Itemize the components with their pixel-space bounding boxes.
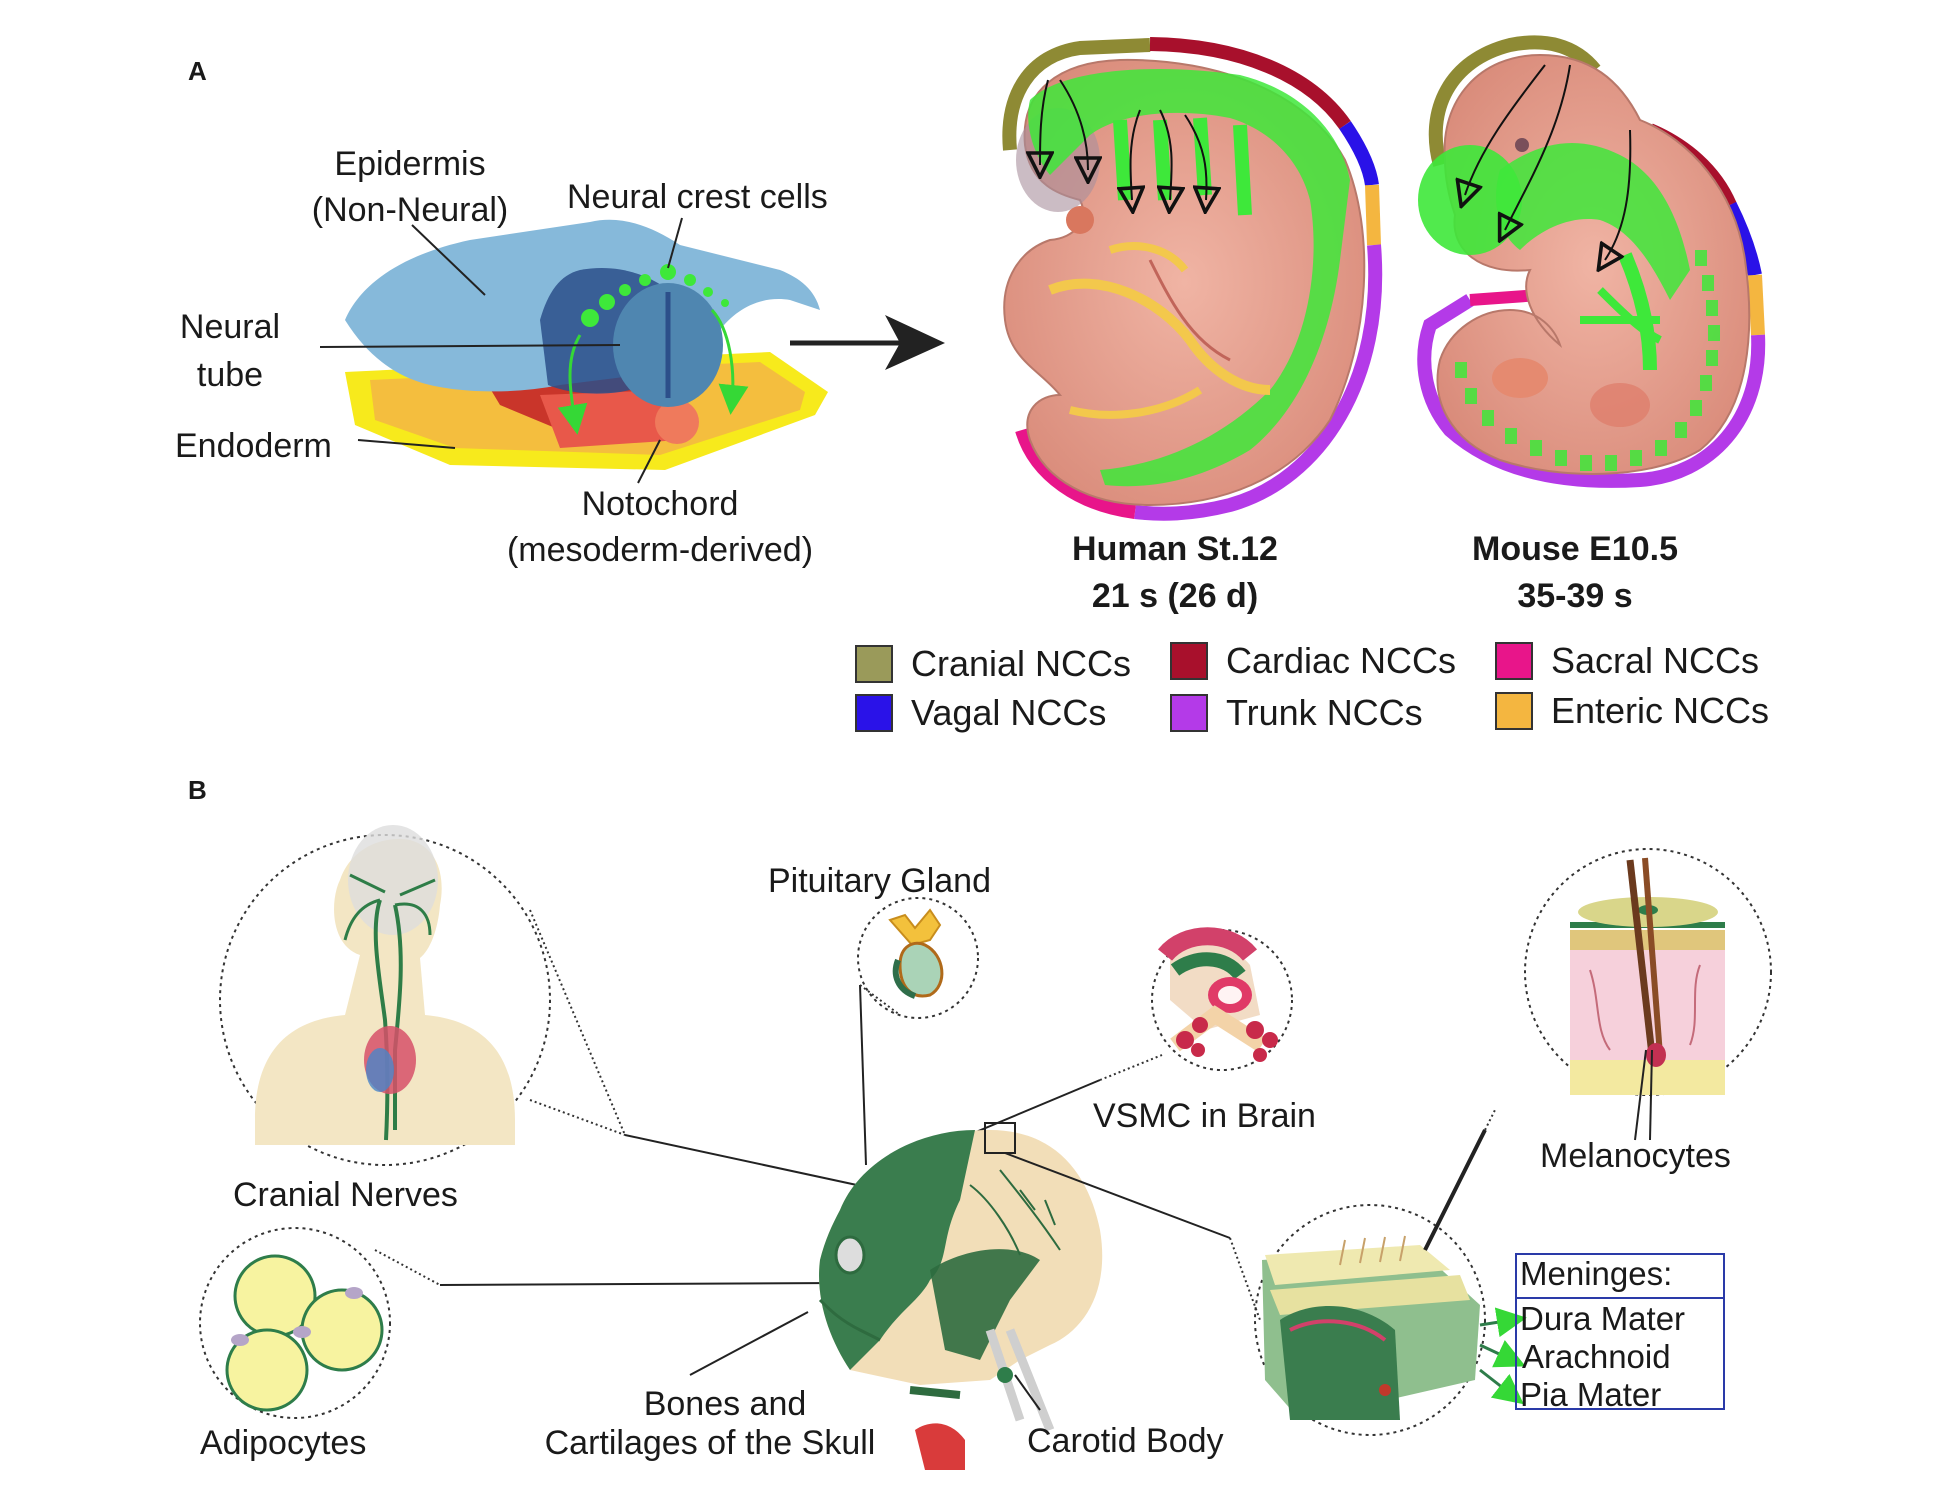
panel-a-letter: A	[188, 56, 207, 86]
meninges-title: Meninges:	[1520, 1255, 1673, 1292]
legend-swatch	[855, 645, 893, 683]
legend-item-vagal: Vagal NCCs	[855, 692, 1106, 734]
neural-tube-section-illustration	[319, 217, 828, 484]
melanocytes-inset	[1524, 848, 1772, 1096]
adipocytes-inset	[199, 1227, 391, 1419]
adipocytes-label: Adipocytes	[200, 1424, 367, 1462]
neural-label: Neural	[179, 308, 281, 346]
meninges-box	[1515, 1253, 1725, 1410]
legend-label: Enteric NCCs	[1551, 690, 1770, 731]
cranial-nerves-inset	[219, 825, 551, 1166]
legend-swatch	[1495, 642, 1533, 680]
human-somite-label: 21 s (26 d)	[1091, 577, 1259, 615]
bones-label-line2: Cartilages of the Skull	[544, 1424, 876, 1462]
carotid-body-label: Carotid Body	[1027, 1422, 1224, 1460]
arachnoid-label: Arachnoid	[1522, 1338, 1671, 1375]
legend-swatch	[1170, 642, 1208, 680]
tube-label: tube	[196, 356, 264, 394]
legend-swatch	[1495, 692, 1533, 730]
legend-item-cardiac: Cardiac NCCs	[1170, 640, 1456, 682]
legend-item-cranial: Cranial NCCs	[855, 643, 1131, 685]
pituitary-inset	[857, 897, 979, 1019]
mouse-stage-label: Mouse E10.5	[1472, 530, 1678, 568]
mouse-somite-label: 35-39 s	[1517, 577, 1633, 615]
epidermis-sub-label: (Non-Neural)	[311, 191, 509, 229]
notochord-sub-label: (mesoderm-derived)	[506, 531, 814, 569]
legend-swatch	[855, 694, 893, 732]
dura-mater-label: Dura Mater	[1520, 1300, 1686, 1337]
legend-item-trunk: Trunk NCCs	[1170, 692, 1423, 734]
meninges-inset	[1254, 1204, 1486, 1436]
epidermis-label: Epidermis	[334, 145, 486, 183]
legend-label: Sacral NCCs	[1551, 640, 1760, 681]
legend-label: Trunk NCCs	[1226, 692, 1423, 733]
legend-swatch	[1170, 694, 1208, 732]
transition-arrow	[790, 315, 945, 370]
legend-label: Vagal NCCs	[911, 692, 1107, 733]
vsmc-inset	[1151, 927, 1293, 1071]
legend-item-sacral: Sacral NCCs	[1495, 640, 1759, 682]
cranial-nerves-label: Cranial Nerves	[233, 1176, 458, 1214]
vsmc-label: VSMC in Brain	[1093, 1097, 1316, 1135]
melanocytes-label: Melanocytes	[1540, 1137, 1731, 1175]
meninges-arrows	[1479, 1307, 1527, 1405]
skull-illustration	[818, 1122, 1103, 1470]
bones-label-line1: Bones and	[643, 1385, 807, 1423]
notochord-label: Notochord	[581, 485, 739, 523]
legend-label: Cranial NCCs	[911, 643, 1132, 684]
legend-item-enteric: Enteric NCCs	[1495, 690, 1769, 732]
panel-b-letter: B	[188, 775, 207, 805]
pituitary-label: Pituitary Gland	[768, 862, 991, 900]
neural-crest-label: Neural crest cells	[567, 178, 828, 216]
meninges-divider	[1515, 1297, 1725, 1299]
human-stage-label: Human St.12	[1072, 530, 1278, 568]
pia-mater-label: Pia Mater	[1520, 1376, 1662, 1413]
endoderm-label: Endoderm	[175, 427, 332, 465]
mouse-embryo-illustration	[1417, 35, 1766, 488]
legend-label: Cardiac NCCs	[1226, 640, 1457, 681]
human-embryo-illustration	[1002, 37, 1383, 521]
